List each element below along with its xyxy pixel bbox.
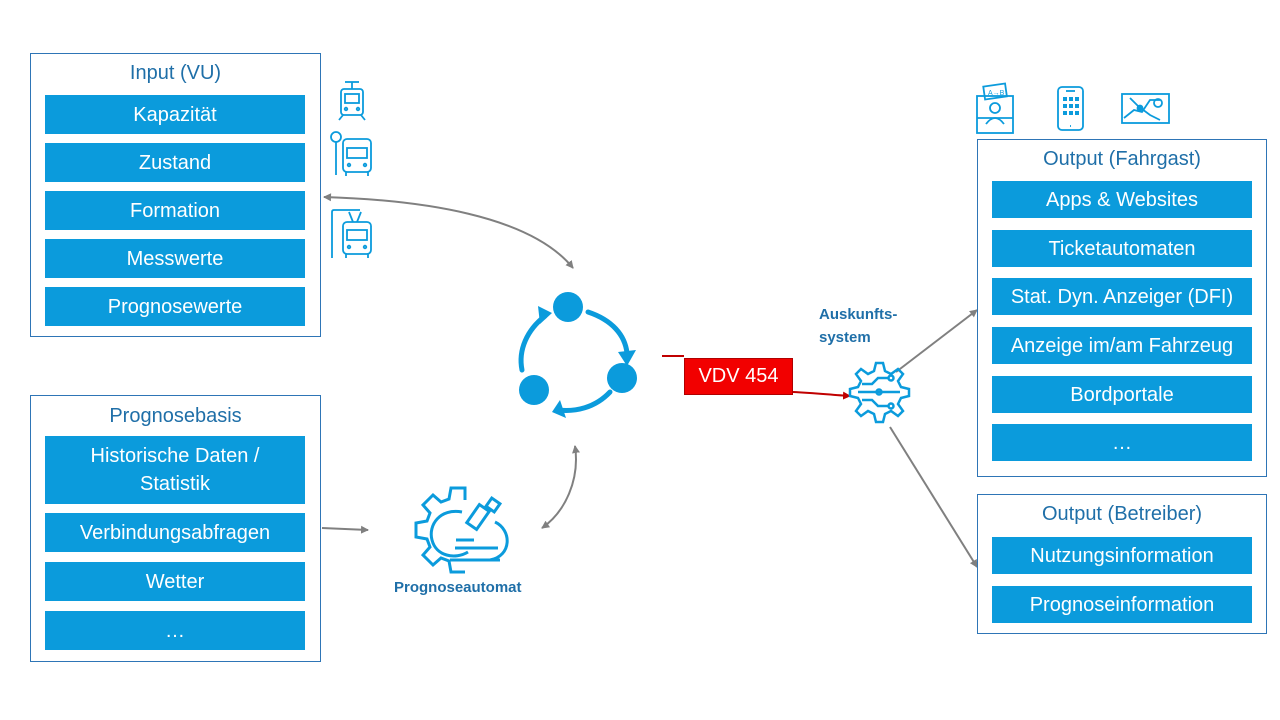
fahrgast-item-ellipsis: … [992, 424, 1252, 461]
arrow-auskunft-betreiber [889, 426, 978, 568]
vdv-454-label: VDV 454 [684, 358, 793, 395]
betreiber-item-nutzungsinformation: Nutzungsinformation [992, 537, 1252, 574]
fahrgast-panel-title: Output (Fahrgast) [1043, 148, 1201, 170]
input-item-zustand: Zustand [45, 143, 305, 182]
basis-item-wetter: Wetter [45, 562, 305, 601]
fahrgast-item-anzeige-fahrzeug: Anzeige im/am Fahrzeug [992, 327, 1252, 364]
basis-item-ellipsis: … [45, 611, 305, 650]
arrow-auskunft-fahrgast [895, 309, 978, 373]
arrow-basis-automat [321, 525, 369, 534]
betreiber-item-prognoseinformation: Prognoseinformation [992, 586, 1252, 623]
fahrgast-item-bordportale: Bordportale [992, 376, 1252, 413]
fahrgast-item-ticketautomaten: Ticketautomaten [992, 230, 1252, 267]
arrow-automat-cycle [541, 445, 580, 529]
fahrgast-item-apps: Apps & Websites [992, 181, 1252, 218]
input-panel-title: Input (VU) [129, 62, 222, 84]
input-item-kapazitaet: Kapazität [45, 95, 305, 134]
basis-item-verbindungsabfragen: Verbindungsabfragen [45, 513, 305, 552]
prognoseautomat-label: Prognoseautomat [394, 579, 522, 596]
arrow-input-cycle [323, 193, 574, 269]
basis-item-historische-daten: Historische Daten / Statistik [45, 436, 305, 504]
betreiber-panel-title: Output (Betreiber) [1041, 503, 1203, 525]
auskunftssystem-label-line2: system [819, 329, 871, 346]
auskunftssystem-label-line1: Auskunfts- [819, 306, 898, 323]
input-item-prognosewerte: Prognosewerte [45, 287, 305, 326]
basis-panel-title: Prognosebasis [109, 405, 242, 427]
input-item-formation: Formation [45, 191, 305, 230]
arrow-vdv-auskunft [662, 355, 850, 396]
fahrgast-item-dfi: Stat. Dyn. Anzeiger (DFI) [992, 278, 1252, 315]
input-item-messwerte: Messwerte [45, 239, 305, 278]
